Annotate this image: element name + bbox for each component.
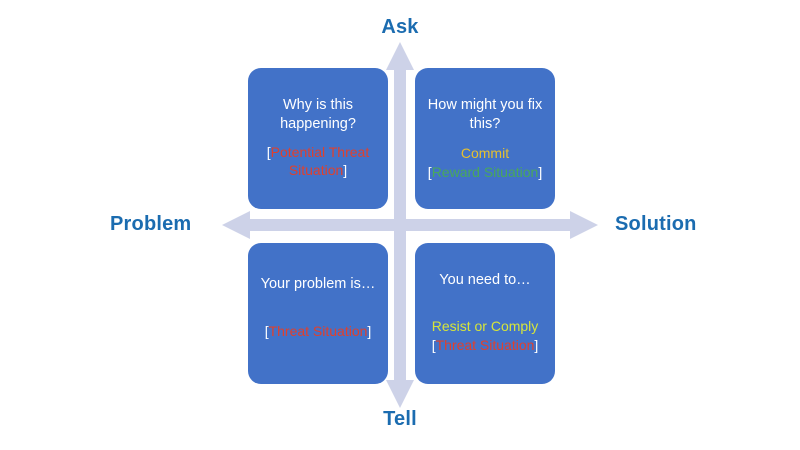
axis-label-ask: Ask bbox=[381, 16, 419, 38]
close-bracket: ] bbox=[367, 322, 372, 339]
close-bracket: ] bbox=[343, 161, 348, 178]
axis-label-solution: Solution bbox=[615, 213, 697, 235]
quadrant-bottom-left: Your problem is… [Threat Situation] bbox=[248, 243, 388, 384]
axis-arrow-horizontal bbox=[222, 211, 598, 239]
quadrant-line: Commit bbox=[461, 144, 509, 162]
placeholder-text: Threat Situation bbox=[435, 336, 535, 353]
quadrant-lines: [Threat Situation] bbox=[256, 322, 380, 340]
axis-label-tell: Tell bbox=[383, 408, 417, 430]
axis-label-problem: Problem bbox=[110, 213, 192, 235]
open-bracket: [ bbox=[264, 322, 269, 339]
close-bracket: ] bbox=[534, 336, 539, 353]
quadrant-line: [Potential Threat Situation] bbox=[256, 143, 380, 179]
close-bracket: ] bbox=[538, 163, 543, 180]
quadrant-heading: Your problem is… bbox=[260, 276, 376, 292]
quadrant-line: Resist or Comply bbox=[432, 317, 539, 335]
quadrant-line: [Reward Situation] bbox=[428, 163, 542, 181]
axis-arrow-vertical bbox=[386, 42, 414, 408]
quadrant-line: [Threat Situation] bbox=[432, 336, 539, 354]
quadrant-lines: [Potential Threat Situation] bbox=[256, 143, 380, 179]
placeholder-text: Threat Situation bbox=[268, 322, 368, 339]
quadrant-top-left: Why is this happening? [Potential Threat… bbox=[248, 68, 388, 209]
quadrant-bottom-right: You need to… Resist or Comply [Threat Si… bbox=[415, 243, 555, 384]
quadrant-lines: Commit [Reward Situation] bbox=[423, 144, 547, 181]
open-bracket: [ bbox=[431, 336, 436, 353]
action-text: Commit bbox=[460, 144, 510, 161]
quadrant-line: [Threat Situation] bbox=[265, 322, 372, 340]
quadrant-top-right: How might you fix this? Commit [Reward S… bbox=[415, 68, 555, 209]
open-bracket: [ bbox=[266, 143, 271, 160]
quadrant-heading: Why is this happening? bbox=[280, 97, 356, 132]
placeholder-text: Reward Situation bbox=[431, 163, 539, 180]
quadrant-lines: Resist or Comply [Threat Situation] bbox=[423, 317, 547, 354]
placeholder-text: Potential Threat Situation bbox=[270, 143, 370, 178]
quadrant-heading: You need to… bbox=[439, 272, 531, 288]
action-text: Resist or Comply bbox=[431, 317, 539, 334]
quadrant-heading: How might you fix this? bbox=[427, 97, 543, 132]
open-bracket: [ bbox=[427, 163, 432, 180]
